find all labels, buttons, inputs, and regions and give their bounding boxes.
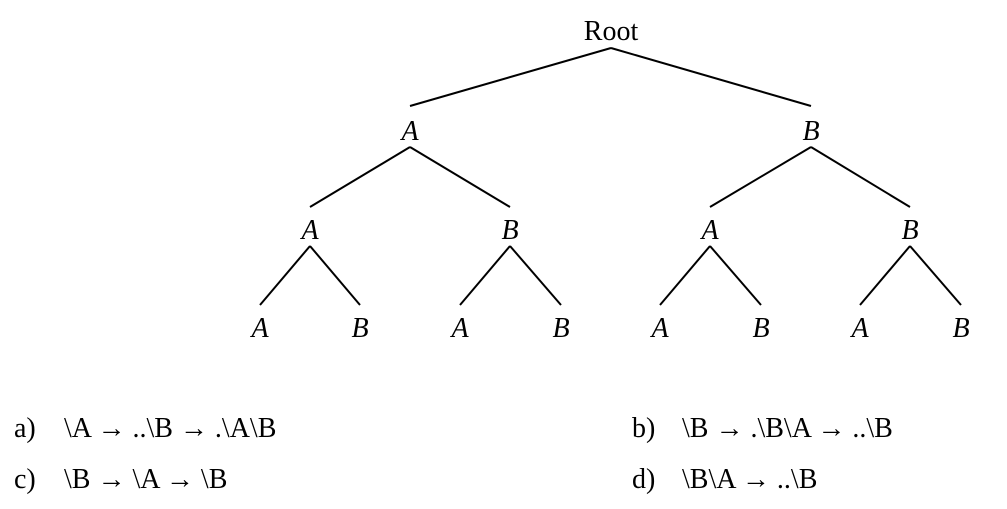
edge-l1-to-l2-0 xyxy=(309,146,411,208)
option-d: d) \B\A → ..\B xyxy=(632,464,817,496)
edge-root-to-l1-1 xyxy=(610,47,812,107)
edge-l2-to-l3-6 xyxy=(859,245,911,306)
node-l1-1: B xyxy=(802,116,819,147)
edge-l1-to-l2-2 xyxy=(709,146,812,208)
option-d-expression: \B\A → ..\B xyxy=(682,464,818,495)
node-l3-2: A xyxy=(449,313,469,344)
option-c-letter: c) xyxy=(14,464,36,495)
option-d-letter: d) xyxy=(632,464,656,495)
edge-l2-to-l3-0 xyxy=(259,245,311,306)
root-node: Root xyxy=(584,16,639,47)
option-b-expression: \B → .\B\A → ..\B xyxy=(682,413,893,444)
option-a: a) \A → ..\B → .\A\B xyxy=(14,413,276,445)
node-l2-2: A xyxy=(699,215,719,246)
node-l3-5: B xyxy=(752,313,769,344)
node-l3-1: B xyxy=(351,313,368,344)
option-a-letter: a) xyxy=(14,413,36,444)
edge-l2-to-l3-3 xyxy=(509,245,562,306)
node-l2-1: B xyxy=(501,215,518,246)
edge-l2-to-l3-4 xyxy=(659,245,711,306)
node-l2-0: A xyxy=(299,215,319,246)
node-l3-7: B xyxy=(952,313,969,344)
edge-l2-to-l3-2 xyxy=(459,245,511,306)
edge-root-to-l1-0 xyxy=(409,47,612,107)
option-c-expression: \B → \A → \B xyxy=(64,464,228,495)
option-c: c) \B → \A → \B xyxy=(14,464,227,496)
node-l2-3: B xyxy=(901,215,918,246)
node-l3-6: A xyxy=(849,313,869,344)
edge-l2-to-l3-1 xyxy=(309,245,361,306)
node-l3-3: B xyxy=(552,313,569,344)
option-b-letter: b) xyxy=(632,413,656,444)
option-a-expression: \A → ..\B → .\A\B xyxy=(64,413,277,444)
option-b: b) \B → .\B\A → ..\B xyxy=(632,413,893,445)
node-l3-0: A xyxy=(249,313,269,344)
edge-l1-to-l2-3 xyxy=(810,146,911,208)
tree-edges xyxy=(259,47,962,306)
node-l1-0: A xyxy=(399,116,419,147)
edge-l2-to-l3-7 xyxy=(909,245,962,306)
edge-l1-to-l2-1 xyxy=(409,146,511,208)
node-l3-4: A xyxy=(649,313,669,344)
edge-l2-to-l3-5 xyxy=(709,245,762,306)
